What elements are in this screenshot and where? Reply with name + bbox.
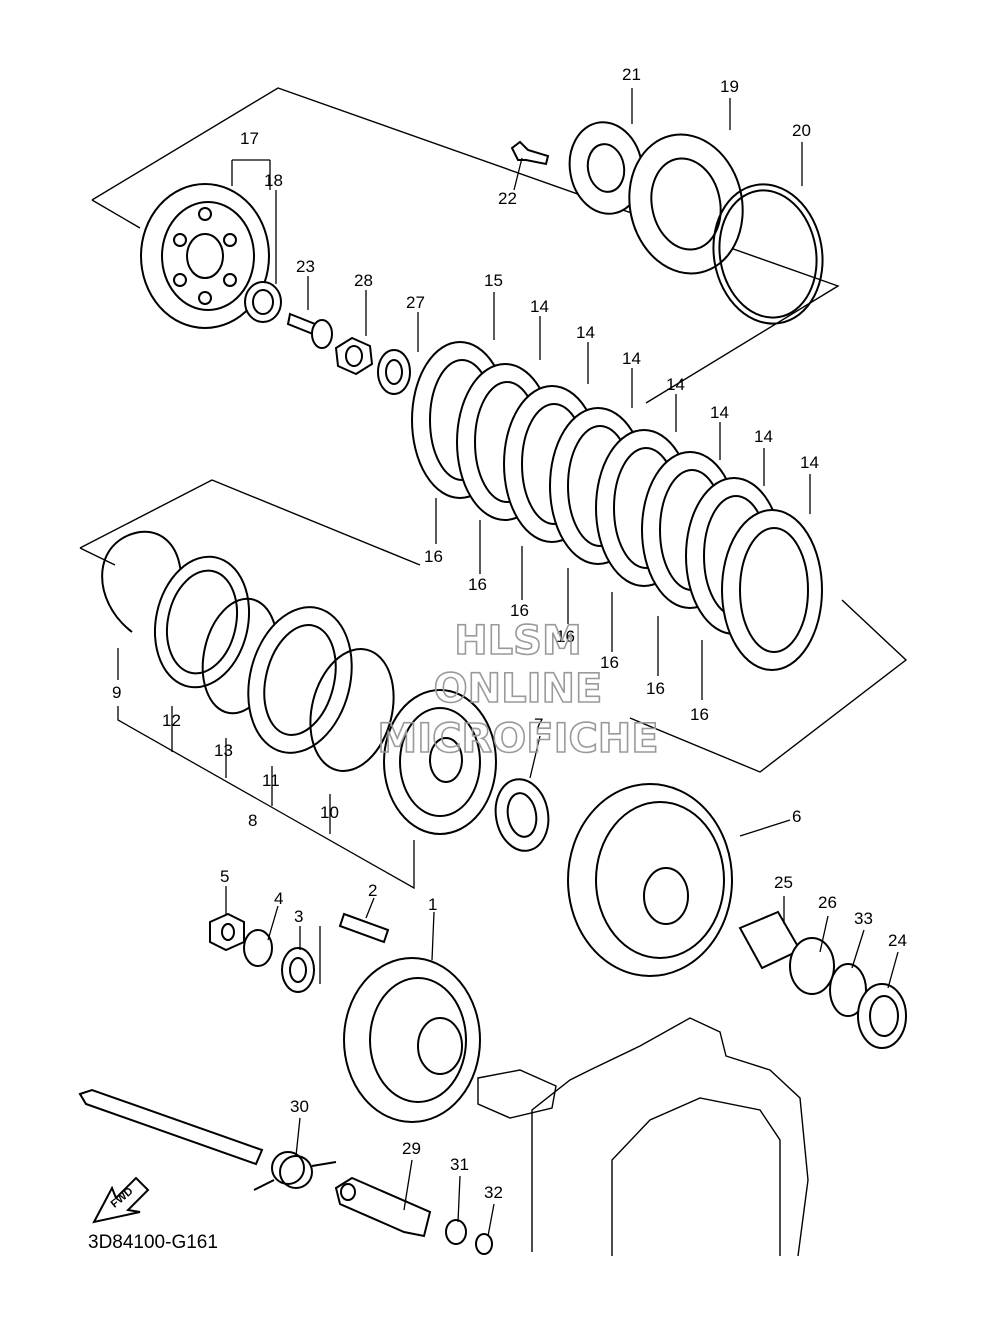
callout-7: 7 [534, 715, 543, 734]
callout-2: 2 [368, 881, 377, 900]
diagram-code: 3D84100-G161 [88, 1232, 218, 1253]
callout-9: 9 [112, 683, 121, 702]
washer [377, 349, 411, 395]
push-lever-shaft [78, 1088, 264, 1166]
watermark: HLSM ONLINE MICROFICHE [377, 617, 660, 763]
watermark-line-1: HLSM [454, 618, 582, 664]
callout-16-a: 16 [424, 547, 443, 566]
lock-washer-4 [243, 929, 273, 967]
callout-18: 18 [264, 171, 283, 190]
push-lever [334, 1176, 432, 1238]
needle-bearing [789, 937, 835, 995]
callout-16-f: 16 [646, 679, 665, 698]
callout-15: 15 [484, 271, 503, 290]
nut [334, 336, 374, 376]
seat-plate-10 [309, 648, 395, 772]
callout-14-b: 14 [576, 323, 595, 342]
washer-3 [281, 947, 315, 993]
callout-23: 23 [296, 257, 315, 276]
bolt [510, 140, 550, 166]
watermark-line-2: ONLINE [434, 666, 603, 712]
callout-14-c: 14 [622, 349, 641, 368]
callout-labels: 21 19 20 17 18 22 23 28 27 15 14 14 14 1… [112, 65, 907, 1202]
callout-4: 4 [274, 889, 283, 908]
callout-29: 29 [402, 1139, 421, 1158]
callout-21: 21 [622, 65, 641, 84]
wire-ring [712, 183, 824, 325]
torsion-spring [253, 1151, 337, 1191]
callout-11: 11 [262, 771, 280, 790]
forward-arrow: FWD [92, 1176, 150, 1224]
callout-31: 31 [450, 1155, 469, 1174]
callout-14-g: 14 [800, 453, 819, 472]
callout-33: 33 [854, 909, 873, 928]
callout-12: 12 [162, 711, 181, 730]
push-rod [286, 312, 333, 349]
callout-16-b: 16 [468, 575, 487, 594]
clutch-plate-12 [153, 555, 251, 689]
callout-24: 24 [888, 931, 907, 950]
middle-group-outline [79, 479, 908, 773]
bearing-24 [857, 983, 907, 1049]
callout-16-c: 16 [510, 601, 529, 620]
callout-25: 25 [774, 873, 793, 892]
callout-28: 28 [354, 271, 373, 290]
callout-30: 30 [290, 1097, 309, 1116]
callout-17: 17 [240, 129, 259, 148]
clutch-boss [383, 689, 497, 835]
washer-31 [445, 1219, 467, 1245]
bearing [244, 281, 282, 323]
watermark-line-3: MICROFICHE [377, 716, 658, 762]
thrust-washer [494, 778, 550, 852]
callout-14-e: 14 [710, 403, 729, 422]
leader-lines [117, 88, 899, 1237]
callout-19: 19 [720, 77, 739, 96]
callout-1: 1 [428, 895, 437, 914]
callout-27: 27 [406, 293, 425, 312]
circlip-32 [475, 1233, 493, 1255]
primary-drive-gear [343, 957, 481, 1123]
callout-5: 5 [220, 867, 229, 886]
upper-group-outline-lower [91, 199, 141, 229]
clutch-housing [567, 783, 733, 977]
spacer-33 [829, 963, 867, 1017]
callout-16-e: 16 [600, 653, 619, 672]
callout-20: 20 [792, 121, 811, 140]
callout-13: 13 [214, 741, 233, 760]
spring-plate [568, 121, 644, 215]
callout-16-d: 16 [556, 627, 575, 646]
key-2 [338, 912, 390, 944]
callout-22: 22 [498, 189, 517, 208]
callout-10: 10 [320, 803, 339, 822]
callout-16-g: 16 [690, 705, 709, 724]
callout-26: 26 [818, 893, 837, 912]
callout-32: 32 [484, 1183, 503, 1202]
callout-6: 6 [792, 807, 801, 826]
upper-group-outline [91, 87, 840, 404]
callout-14-a: 14 [530, 297, 549, 316]
callout-8: 8 [248, 811, 257, 830]
plate-stack [411, 341, 823, 671]
callout-3: 3 [294, 907, 303, 926]
nut-5 [209, 912, 245, 952]
crankcase-section [477, 1017, 809, 1257]
callout-14-f: 14 [754, 427, 773, 446]
pressure-plate [140, 183, 270, 329]
callout-14-d: 14 [666, 375, 685, 394]
friction-plate-11 [247, 606, 353, 754]
